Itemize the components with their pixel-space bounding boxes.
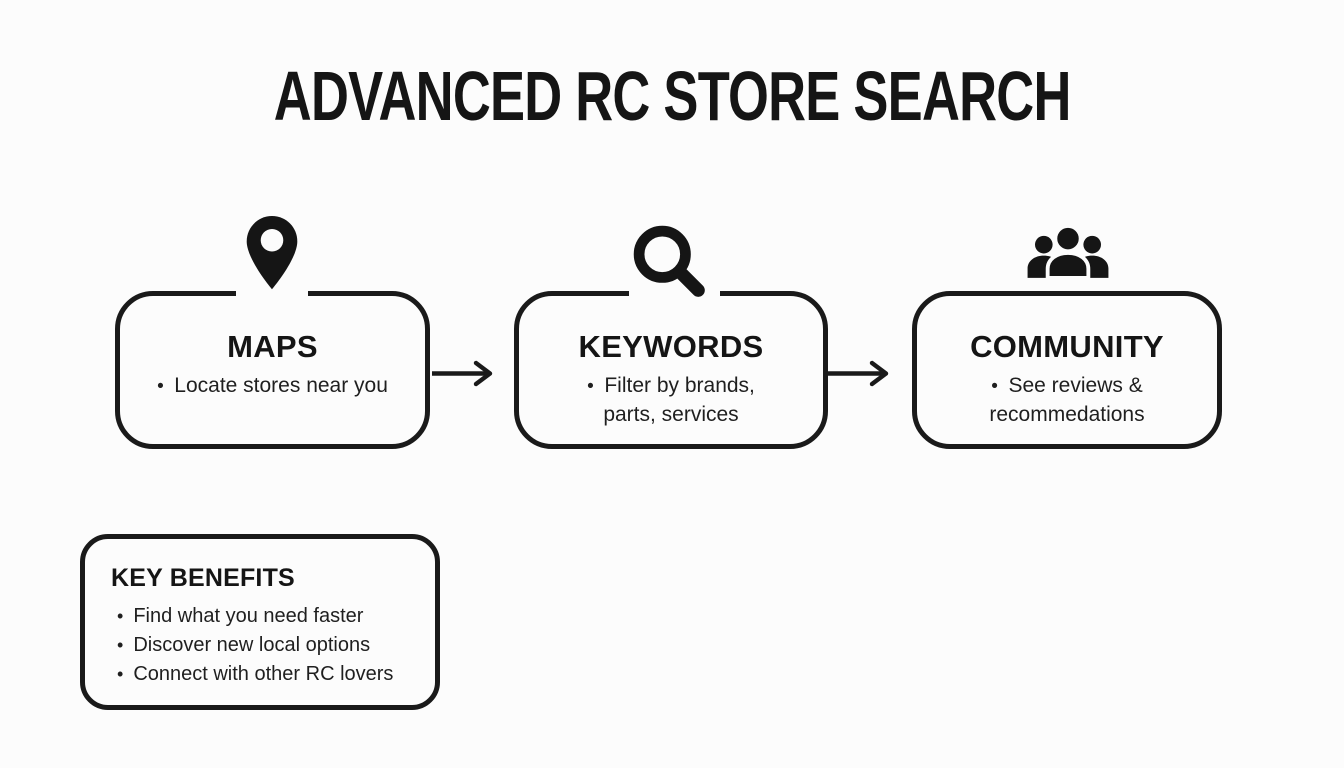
step-box-keywords: KEYWORDS Filter by brands, parts, servic… [514, 291, 828, 449]
arrow-right-icon [827, 360, 897, 387]
page-title: ADVANCED RC STORE SEARCH [273, 57, 1072, 135]
step-lines-community: See reviews & recommedations [917, 372, 1217, 429]
step-lines-maps: Locate stores near you [120, 372, 425, 401]
benefit-item: Find what you need faster [111, 602, 411, 631]
step-bullet: See reviews & [917, 372, 1217, 401]
arrow-right-icon [431, 360, 501, 387]
search-icon [627, 219, 710, 302]
people-icon [1024, 221, 1112, 287]
step-box-maps: MAPS Locate stores near you [115, 291, 430, 449]
map-pin-icon [239, 212, 305, 296]
step-label-keywords: KEYWORDS [578, 329, 764, 364]
key-benefits-title: KEY BENEFITS [111, 564, 295, 592]
maps-border-gap [236, 285, 308, 299]
step-bullet: Locate stores near you [120, 372, 425, 401]
step-bullet: Filter by brands, [519, 372, 823, 401]
step-bullet-continuation: recommedations [989, 403, 1145, 426]
page-title-wrap: ADVANCED RC STORE SEARCH [0, 58, 1344, 134]
step-label-maps: MAPS [227, 329, 318, 364]
benefit-item: Connect with other RC lovers [111, 660, 411, 689]
step-label-community: COMMUNITY [970, 329, 1164, 364]
key-benefits-list: Find what you need faster Discover new l… [111, 602, 411, 689]
step-bullet-continuation: parts, services [603, 403, 739, 426]
step-lines-keywords: Filter by brands, parts, services [519, 372, 823, 429]
benefit-item: Discover new local options [111, 631, 411, 660]
step-box-community: COMMUNITY See reviews & recommedations [912, 291, 1222, 449]
key-benefits-box: KEY BENEFITS Find what you need faster D… [80, 534, 440, 710]
